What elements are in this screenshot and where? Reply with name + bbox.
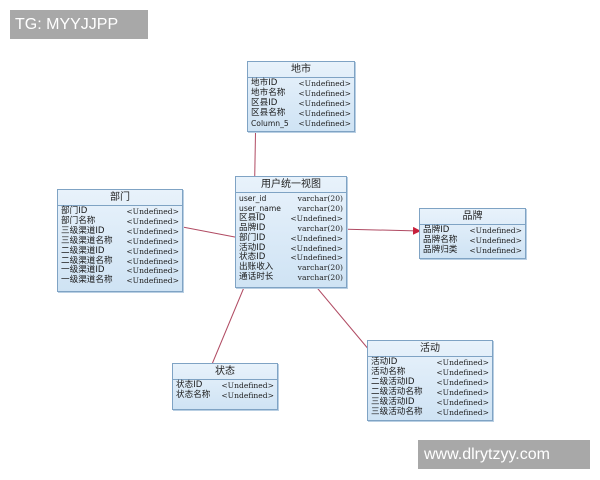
field-row: 活动ID<Undefined> — [371, 357, 489, 367]
entity-title: 用户统一视图 — [236, 177, 346, 193]
field-row: 区县ID<Undefined> — [239, 212, 343, 223]
field-row: 三级活动名称<Undefined> — [371, 406, 489, 417]
field-row: 品牌名称<Undefined> — [423, 234, 522, 245]
field-row: 一级渠道名称<Undefined> — [61, 275, 179, 286]
field-row: 部门ID<Undefined> — [61, 206, 179, 216]
field-row: 品牌ID<Undefined> — [423, 225, 522, 235]
field-row: 二级活动ID<Undefined> — [371, 376, 489, 387]
watermark-top-left: TG: MYYJJPP — [10, 10, 148, 39]
entity-title: 活动 — [368, 341, 492, 357]
entity-brand[interactable]: 品牌 品牌ID<Undefined> 品牌名称<Undefined> 品牌归类<… — [419, 208, 526, 259]
entity-department[interactable]: 部门 部门ID<Undefined> 部门名称<Undefined> 三级渠道I… — [57, 189, 183, 292]
entity-title: 地市 — [248, 62, 354, 78]
entity-title: 品牌 — [420, 209, 525, 225]
field-row: 二级活动名称<Undefined> — [371, 386, 489, 397]
entity-title: 状态 — [173, 364, 277, 380]
field-row: 状态名称<Undefined> — [176, 389, 274, 400]
field-row: 活动ID<Undefined> — [239, 242, 343, 253]
link-brand — [336, 226, 421, 235]
field-row: 二级渠道名称<Undefined> — [61, 255, 179, 266]
field-row: 状态ID<Undefined> — [176, 380, 274, 390]
field-row: 区县名称<Undefined> — [251, 107, 351, 118]
field-row: 活动名称<Undefined> — [371, 366, 489, 377]
field-row: 部门名称<Undefined> — [61, 215, 179, 226]
field-row: 三级渠道ID<Undefined> — [61, 225, 179, 236]
entity-title: 部门 — [58, 190, 182, 206]
field-row: 部门ID<Undefined> — [239, 232, 343, 243]
field-row: 状态ID<Undefined> — [239, 252, 343, 263]
entity-activity[interactable]: 活动 活动ID<Undefined> 活动名称<Undefined> 二级活动I… — [367, 340, 493, 421]
field-row: 地市ID<Undefined> — [251, 78, 351, 88]
entity-status[interactable]: 状态 状态ID<Undefined> 状态名称<Undefined> — [172, 363, 278, 410]
field-row: 三级活动ID<Undefined> — [371, 396, 489, 407]
field-row: 一级渠道ID<Undefined> — [61, 265, 179, 276]
field-row: 区县ID<Undefined> — [251, 97, 351, 108]
field-row: 品牌归类<Undefined> — [423, 244, 522, 255]
watermark-bottom-right: www.dlrytzyy.com — [418, 440, 590, 469]
field-row: 二级渠道ID<Undefined> — [61, 245, 179, 256]
field-row: 地市名称<Undefined> — [251, 87, 351, 98]
field-row: 三级渠道名称<Undefined> — [61, 235, 179, 246]
field-row: Column_5<Undefined> — [251, 118, 351, 128]
entity-city[interactable]: 地市 地市ID<Undefined> 地市名称<Undefined> 区县ID<… — [247, 61, 355, 132]
